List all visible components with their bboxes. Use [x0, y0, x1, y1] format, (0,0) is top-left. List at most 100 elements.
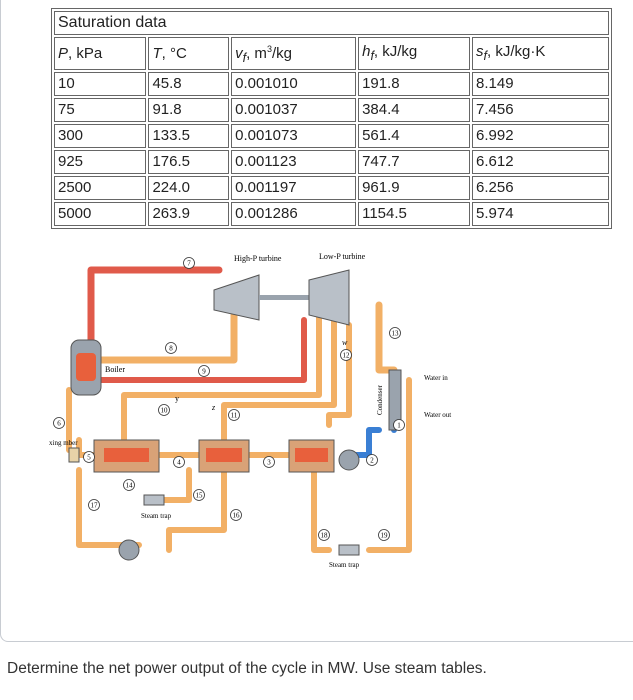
- table-cell: 91.8: [148, 98, 230, 122]
- state-number: 4: [177, 459, 181, 467]
- table-cell: 0.001073: [231, 124, 357, 148]
- lp-turbine: [308, 269, 350, 326]
- state-number: 17: [91, 502, 99, 510]
- header-pressure: P, kPa: [54, 37, 147, 70]
- feedwater-heater-3: [288, 439, 335, 473]
- table-cell: 747.7: [358, 150, 470, 174]
- boiler-label: Boiler: [105, 365, 125, 374]
- table-cell: 0.001197: [231, 176, 357, 200]
- table-cell: 263.9: [148, 202, 230, 226]
- question-text: Determine the net power output of the cy…: [7, 660, 487, 677]
- table-cell: 0.001037: [231, 98, 357, 122]
- table-cell: 561.4: [358, 124, 470, 148]
- state-marker: [366, 454, 378, 466]
- state-number: 14: [126, 482, 134, 490]
- table-cell: 5.974: [472, 202, 609, 226]
- label-y: y: [175, 394, 179, 403]
- state-marker: [318, 529, 330, 541]
- label-z: z: [211, 403, 216, 412]
- header-temperature: T, °C: [148, 37, 230, 70]
- state-number: 8: [169, 345, 173, 353]
- state-marker: [183, 257, 195, 269]
- state-marker: [230, 509, 242, 521]
- state-number: 11: [231, 412, 238, 420]
- water-out-label: Water out: [424, 411, 451, 419]
- table-cell: 384.4: [358, 98, 470, 122]
- pump-2: [338, 449, 360, 471]
- table-cell: 0.001123: [231, 150, 357, 174]
- header-specific-volume: vf, m3/kg: [231, 37, 357, 70]
- table-cell: 300: [54, 124, 147, 148]
- table-cell: 176.5: [148, 150, 230, 174]
- state-marker: [228, 409, 240, 421]
- mixing-chamber-label: xing mber: [49, 439, 78, 447]
- state-marker: [378, 529, 390, 541]
- header-enthalpy: hf, kJ/kg: [358, 37, 470, 70]
- state-marker: [123, 479, 135, 491]
- feedwater-heater-2: [198, 439, 250, 473]
- state-marker: [193, 489, 205, 501]
- state-number: 19: [381, 532, 389, 540]
- state-number: 5: [87, 454, 91, 462]
- table-cell: 6.992: [472, 124, 609, 148]
- state-number: 18: [321, 532, 329, 540]
- table-cell: 0.001010: [231, 72, 357, 96]
- state-number: 6: [57, 420, 61, 428]
- label-w: w: [342, 338, 348, 347]
- table-cell: 0.001286: [231, 202, 357, 226]
- mixing-chamber: [68, 447, 80, 463]
- pump-1: [118, 539, 140, 561]
- pipe-9: [94, 317, 307, 383]
- pipe-12: [326, 322, 352, 428]
- pipe-17: [76, 467, 142, 548]
- pipe-10: [121, 312, 322, 443]
- pipe-18: [311, 467, 332, 553]
- pipe-8: [93, 311, 238, 364]
- state-marker: [173, 456, 185, 468]
- state-marker: [198, 365, 210, 377]
- table-cell: 6.612: [472, 150, 609, 174]
- pipe-7: [87, 266, 223, 354]
- rankine-cycle-diagram: Boiler High-P turbine Low-P turbine Cond…: [49, 245, 489, 585]
- table-cell: 2500: [54, 176, 147, 200]
- feedwater-heater-1: [93, 439, 160, 473]
- state-number: 7: [187, 260, 191, 268]
- state-marker: [83, 451, 95, 463]
- state-marker: [263, 456, 275, 468]
- state-number: 9: [202, 368, 206, 376]
- steam-trap-1-icon: [143, 494, 165, 506]
- boiler: [70, 339, 102, 396]
- content-card: Saturation data P, kPa T, °C vf, m3/kg h…: [0, 0, 633, 642]
- state-number: 12: [343, 352, 351, 360]
- condenser-label: Condenser: [376, 384, 384, 415]
- state-number: 10: [161, 407, 169, 415]
- state-marker: [389, 327, 401, 339]
- state-marker: [158, 404, 170, 416]
- state-number: 1: [397, 422, 401, 430]
- pipe-15: [161, 467, 192, 503]
- state-marker: [165, 342, 177, 354]
- table-cell: 7.456: [472, 98, 609, 122]
- table-cell: 45.8: [148, 72, 230, 96]
- table-cell: 10: [54, 72, 147, 96]
- header-entropy: sf, kJ/kg·K: [472, 37, 609, 70]
- steam-trap-2-icon: [338, 544, 360, 556]
- state-number: 2: [370, 457, 374, 465]
- hp-turbine-label: High-P turbine: [234, 254, 282, 263]
- state-number: 15: [196, 492, 204, 500]
- table-header-row: P, kPa T, °C vf, m3/kg hf, kJ/kg sf, kJ/…: [54, 37, 609, 70]
- table-cell: 8.149: [472, 72, 609, 96]
- table-cell: 1154.5: [358, 202, 470, 226]
- state-number: 3: [267, 459, 271, 467]
- state-marker: [88, 499, 100, 511]
- pipe-19: [366, 377, 412, 553]
- pipe-16: [166, 467, 227, 553]
- pipe-11: [221, 317, 337, 443]
- table-cell: 6.256: [472, 176, 609, 200]
